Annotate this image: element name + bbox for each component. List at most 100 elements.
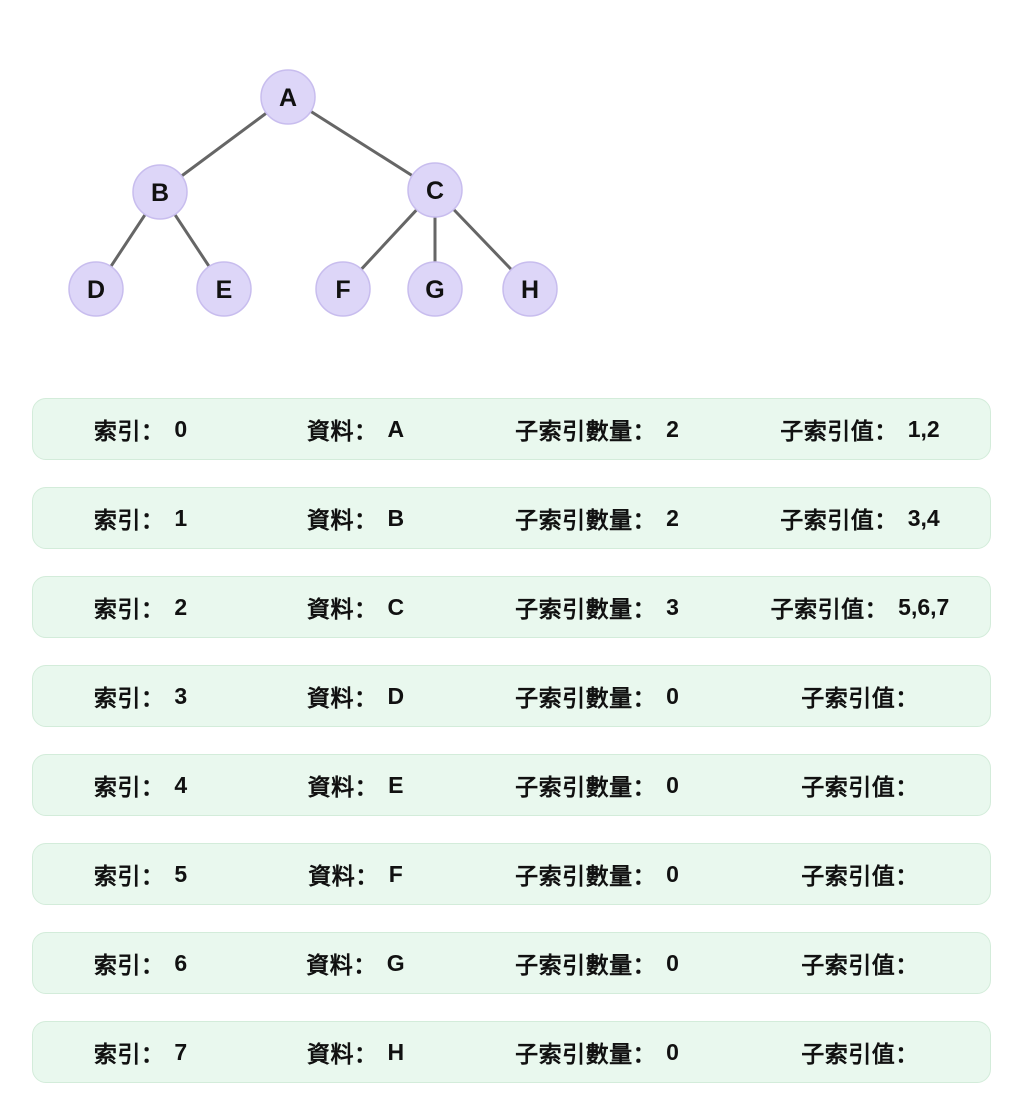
label-child-count: 子索引數量： [515,1041,657,1067]
label-child-count: 子索引數量： [515,685,657,711]
label-child-count: 子索引數量： [515,774,657,800]
cell-data: 資料：C [248,590,463,624]
tree-node-a[interactable]: A [260,69,316,125]
label-child-count: 子索引數量： [515,418,657,444]
tree-node-h[interactable]: H [502,261,558,317]
label-child-count: 子索引數量： [515,952,657,978]
cell-index: 索引：2 [33,590,248,624]
tree-node-label-f: F [335,276,350,304]
tree-node-circle-h [502,261,558,317]
label-index: 索引： [93,863,165,889]
tree-node-circle-a [260,69,316,125]
value-index: 4 [174,771,188,798]
label-index: 索引： [93,952,165,978]
cell-child-count: 子索引數量：3 [463,590,731,624]
value-child-values: 1,2 [907,415,940,442]
value-child-count: 2 [666,415,679,442]
tree-diagram-panel: A B C D E F G H [0,0,1024,370]
cell-index: 索引： 0 [33,412,248,446]
tree-node-g[interactable]: G [407,261,463,317]
cell-child-values: 子索引值： [731,679,989,713]
label-child-count: 子索引數量： [515,863,657,889]
cell-child-values: 子索引值： [731,1035,989,1069]
label-child-count: 子索引數量： [515,596,657,622]
table-row[interactable]: 索引： 6 資料：G 子索引數量： 0 子索引值： [32,932,991,994]
tree-edge-a-b [179,110,269,179]
cell-index: 索引：7 [33,1035,248,1069]
cell-data: 資料：B [248,501,463,535]
value-child-count: 0 [666,949,679,976]
cell-index: 索引： 1 [33,501,248,535]
tree-node-label-b: B [151,179,169,207]
tree-node-e[interactable]: E [196,261,252,317]
tree-node-circle-e [196,261,252,317]
value-data: C [387,593,405,620]
value-data: G [386,949,405,976]
value-child-count: 0 [666,1038,679,1065]
tree-edge-c-f [359,207,419,272]
value-child-count: 0 [666,860,679,887]
tree-node-label-g: G [425,276,444,304]
label-index: 索引： [93,507,165,533]
tree-node-circle-g [407,261,463,317]
cell-child-count: 子索引數量： 0 [463,946,731,980]
value-index: 5 [174,860,188,887]
value-index: 1 [174,504,188,531]
cell-data: 資料：E [248,768,463,802]
tree-edge-b-d [108,212,148,269]
tree-node-b[interactable]: B [132,164,188,220]
cell-index: 索引： 5 [33,857,248,891]
cell-data: 資料：G [248,946,463,980]
cell-index: 索引： 6 [33,946,248,980]
tree-node-label-a: A [279,84,297,112]
tree-node-d[interactable]: D [68,261,124,317]
value-child-count: 0 [666,771,679,798]
tree-node-circle-d [68,261,124,317]
cell-child-count: 子索引數量： 0 [463,857,731,891]
label-child-values: 子索引值： [801,863,919,889]
cell-child-values: 子索引值： [731,768,989,802]
cell-data: 資料：A [248,412,463,446]
label-child-count: 子索引數量： [515,507,657,533]
table-row[interactable]: 索引： 0 資料：A 子索引數量： 2 子索引值：1,2 [32,398,991,460]
label-index: 索引： [93,418,165,444]
value-index: 0 [174,415,188,442]
label-index: 索引： [93,774,165,800]
cell-child-values: 子索引值：1,2 [731,412,989,446]
cell-data: 資料：H [248,1035,463,1069]
cell-child-values: 子索引值： [731,857,989,891]
tree-node-f[interactable]: F [315,261,371,317]
table-row[interactable]: 索引： 5 資料：F 子索引數量： 0 子索引值： [32,843,991,905]
cell-child-count: 子索引數量： 0 [463,1035,731,1069]
tree-node-group: A B C D E F G H [68,69,558,317]
cell-child-values: 子索引值：3,4 [731,501,989,535]
label-child-values: 子索引值： [801,774,919,800]
cell-child-values: 子索引值：5,6,7 [731,590,989,624]
label-child-values: 子索引值： [770,596,889,622]
tree-node-label-c: C [426,177,444,205]
table-row[interactable]: 索引： 4 資料：E 子索引數量： 0 子索引值： [32,754,991,816]
tree-node-circle-b [132,164,188,220]
label-data: 資料： [306,685,378,711]
value-index: 6 [174,949,188,976]
cell-child-count: 子索引數量：0 [463,679,731,713]
cell-child-count: 子索引數量： 0 [463,768,731,802]
label-data: 資料： [306,507,378,533]
label-child-values: 子索引值： [801,952,919,978]
label-data: 資料： [308,863,379,889]
tree-node-c[interactable]: C [407,162,463,218]
cell-child-count: 子索引數量： 2 [463,412,731,446]
tree-edge-group [108,109,514,272]
label-data: 資料： [307,774,379,800]
label-index: 索引： [93,596,165,622]
tree-edge-c-h [451,207,514,272]
label-index: 索引： [93,685,165,711]
tree-node-label-h: H [521,276,539,304]
tree-edge-a-c [308,109,415,178]
cell-data: 資料：F [248,857,463,891]
